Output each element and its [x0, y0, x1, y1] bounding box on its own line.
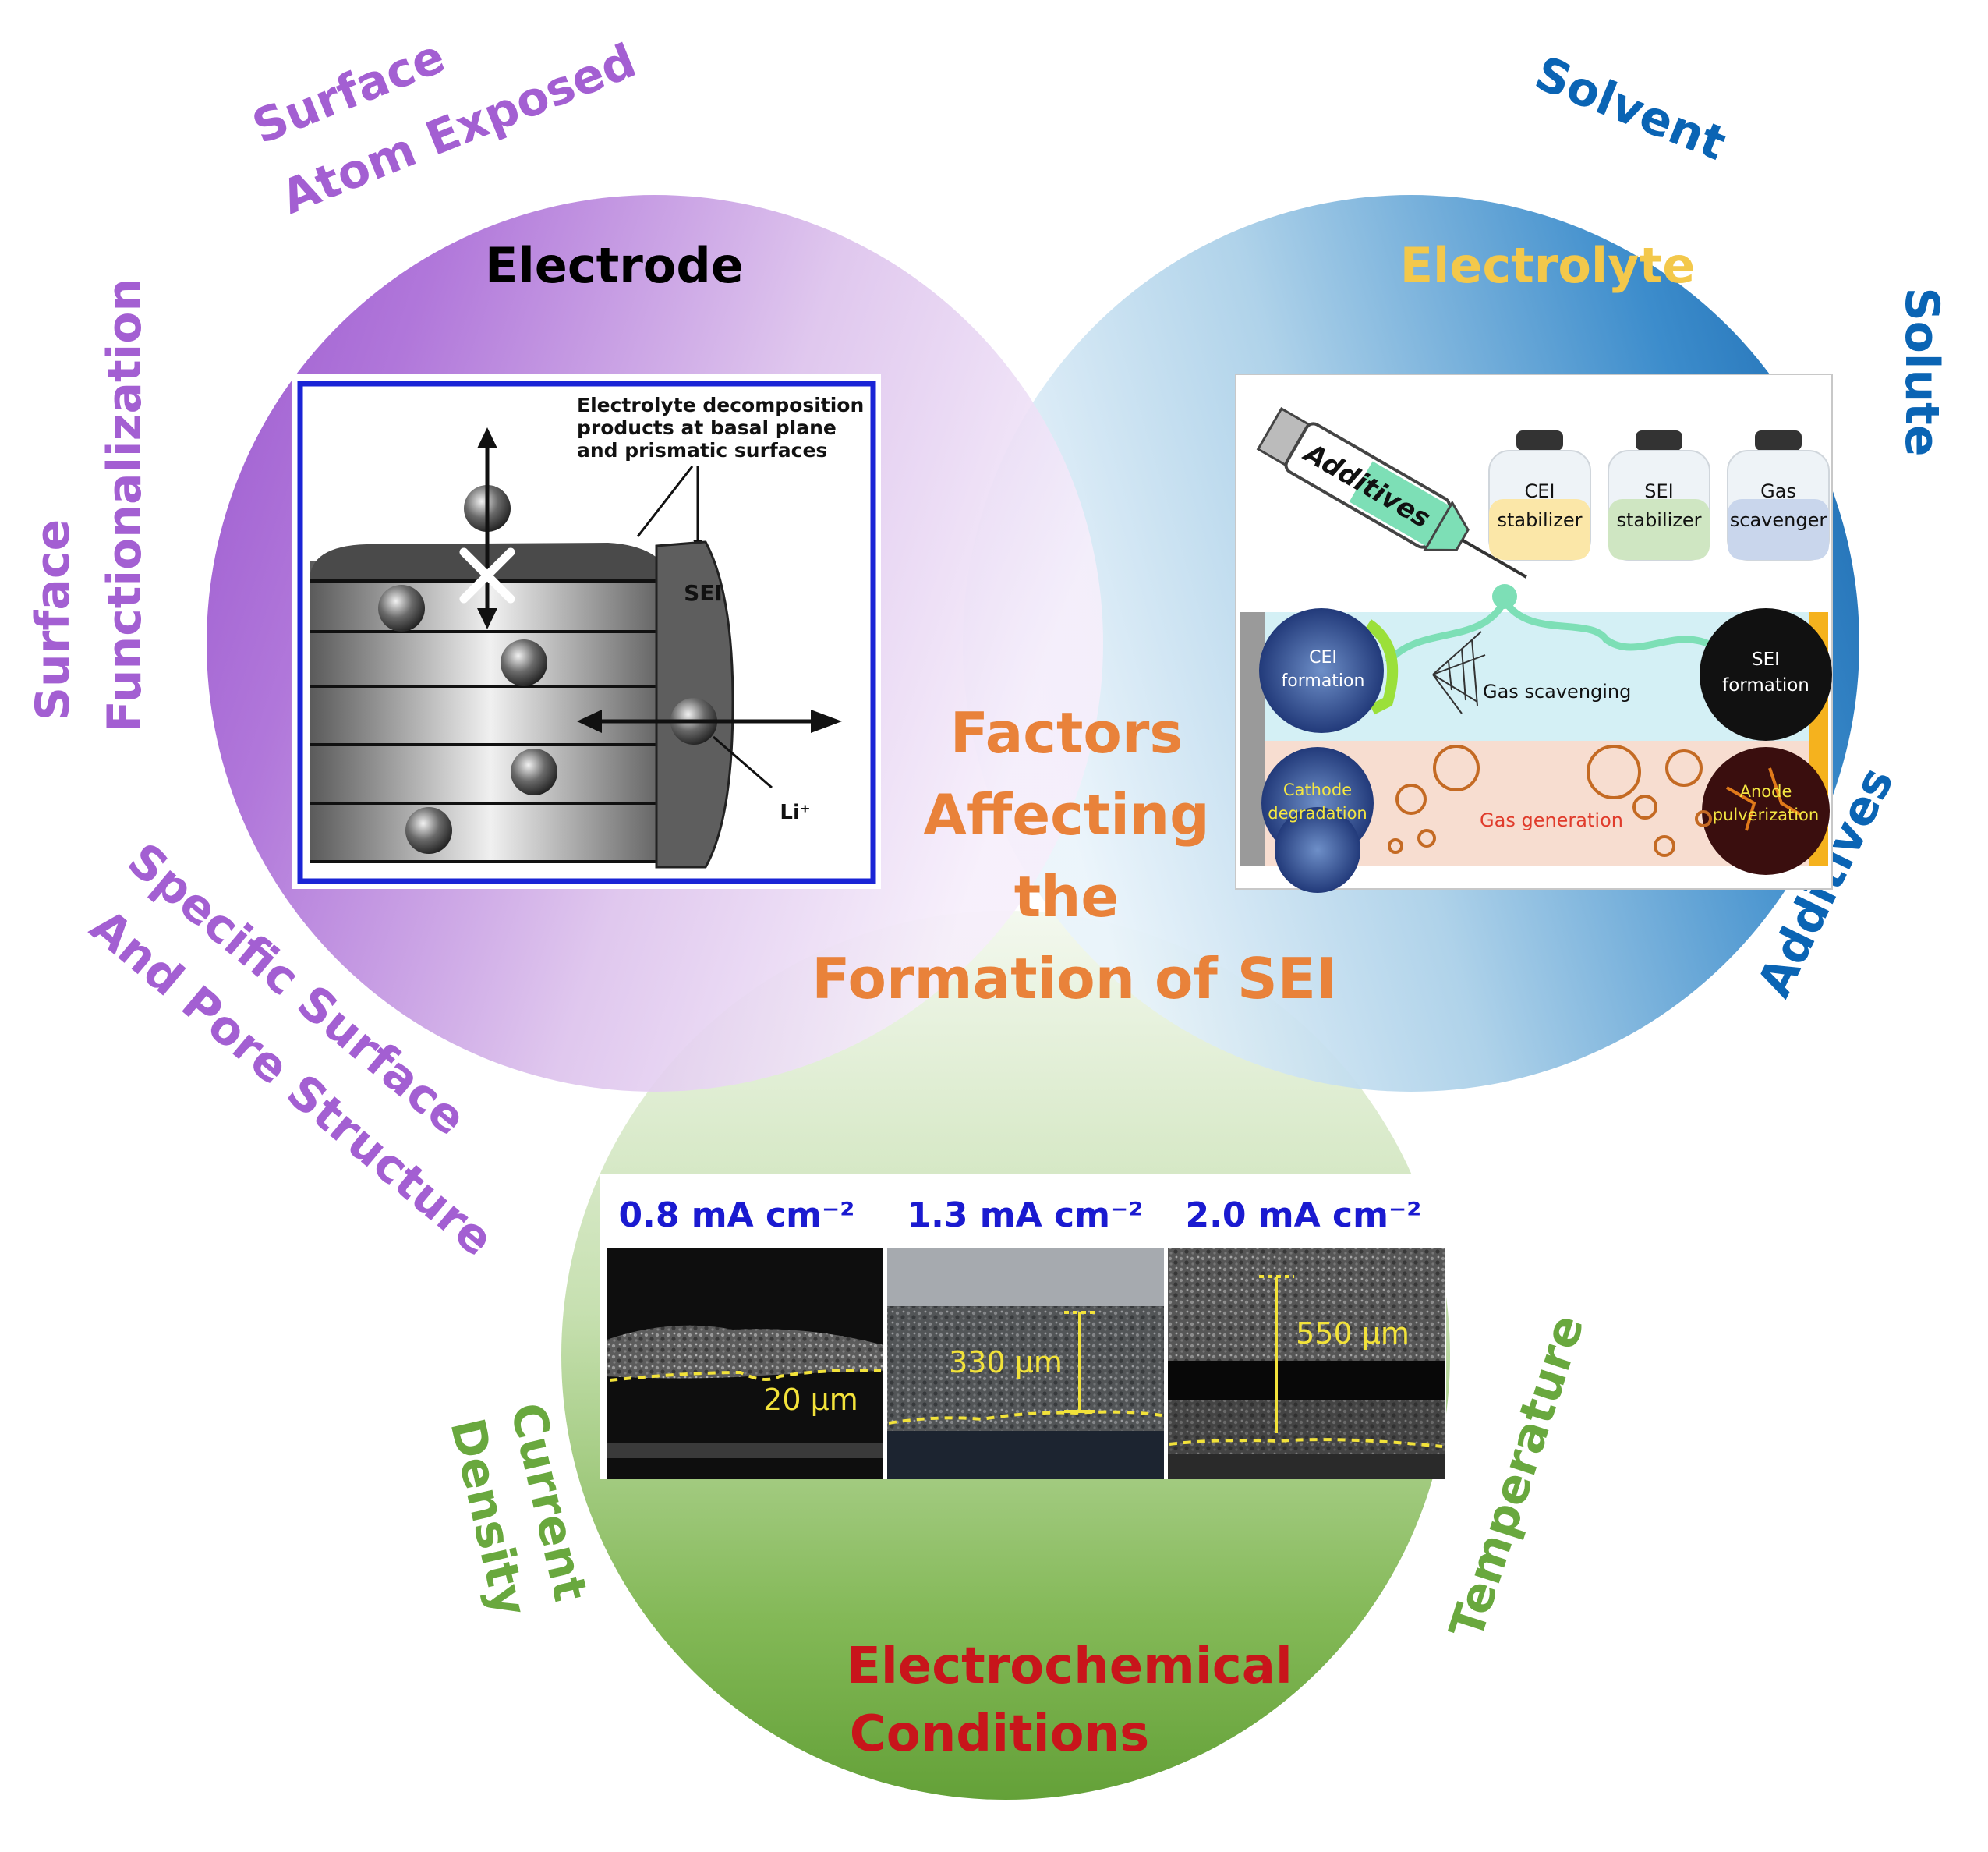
center-title-line3: the [1014, 864, 1120, 930]
bottle-cei-line2: stabilizer [1497, 509, 1582, 531]
panel-thickness-0: 20 µm [763, 1383, 858, 1417]
electrode-title: Electrode [485, 237, 744, 294]
factor-surface-atom-exposed: Surface Atom Exposed [245, 29, 643, 225]
sei-formation-line2: formation [1722, 675, 1809, 696]
electrochemical-title-line1: Electrochemical [847, 1638, 1293, 1695]
bottle-gas-line2: scavenger [1730, 509, 1827, 531]
sei-formation-line1: SEI [1752, 650, 1780, 670]
gas-scavenging-net [1432, 631, 1486, 714]
cei-formation-line1: CEI [1309, 648, 1337, 667]
factor-solute: Solute [1894, 287, 1949, 456]
li-label: Li⁺ [780, 801, 810, 824]
sem-panels: 0.8 mA cm⁻² 1.3 mA cm⁻² 2.0 mA cm⁻² 20 µ… [600, 1174, 1446, 1479]
anode-pulverization-line1: Anode [1740, 782, 1792, 801]
gas-bubbles [1388, 745, 1712, 857]
electrode-caption-line2: products at basal plane [577, 416, 837, 439]
panel-thickness-2: 550 µm [1296, 1316, 1410, 1351]
gas-scavenging-label: Gas scavenging [1483, 681, 1631, 703]
blocked-x-icon [459, 547, 515, 604]
li-ion [511, 749, 557, 795]
cathode-degradation-line2: degradation [1268, 804, 1367, 823]
bottle-sei-line1: SEI [1644, 480, 1673, 502]
center-title-line1: Factors [950, 700, 1183, 766]
gas-generation-label: Gas generation [1480, 809, 1623, 831]
electrode-figure: Electrolyte decomposition products at ba… [292, 374, 881, 889]
sem-image-3: 550 µm [1168, 1248, 1445, 1479]
electrolyte-title: Electrolyte [1400, 237, 1696, 294]
bottle-sei-stabilizer: SEI stabilizer [1608, 430, 1710, 561]
electrode-caption-line3: and prismatic surfaces [577, 439, 827, 462]
bottle-sei-line2: stabilizer [1616, 509, 1701, 531]
electrode-caption: Electrolyte decomposition products at ba… [577, 394, 864, 462]
center-title-line4: Formation of SEI [812, 946, 1336, 1011]
factor-surface-functionalization-line2: Functionalization [97, 278, 152, 732]
electrochemical-title-line2: Conditions [850, 1705, 1149, 1763]
li-ion [378, 585, 425, 632]
factor-surface-functionalization-line1: Surface [26, 519, 80, 721]
cei-formation-line2: formation [1282, 671, 1365, 691]
center-title-line2: Affecting [923, 782, 1209, 848]
panel-header-0: 0.8 mA cm⁻² [619, 1195, 855, 1235]
cathode-degradation-line1: Cathode [1283, 781, 1352, 799]
center-title: Factors Affecting the Formation of SEI [812, 700, 1336, 1011]
panel-header-2: 2.0 mA cm⁻² [1186, 1195, 1422, 1235]
sei-formation: SEI formation Anode pulverization [1700, 608, 1832, 875]
anode-pulverization-line2: pulverization [1713, 806, 1819, 824]
sem-image-1: 20 µm [607, 1248, 883, 1479]
factor-solvent: Solvent [1527, 46, 1733, 172]
li-ion [405, 807, 452, 854]
factor-surface-functionalization: Surface Functionalization [26, 278, 152, 732]
cei-formation: CEI formation Cathode degradation [1259, 608, 1399, 893]
factor-temperature: Temperature [1439, 1308, 1595, 1645]
bottle-cei-line1: CEI [1525, 480, 1555, 502]
panel-thickness-1: 330 µm [949, 1345, 1063, 1379]
electrode-caption-line1: Electrolyte decomposition [577, 394, 864, 416]
sem-image-2: 330 µm [887, 1248, 1164, 1479]
bottle-gas-line1: Gas [1760, 480, 1796, 502]
factor-surface-atom-exposed-line2: Atom Exposed [274, 34, 643, 225]
sei-label: SEI [684, 580, 723, 606]
li-ion [501, 639, 547, 686]
bottle-gas-scavenger: Gas scavenger [1727, 430, 1830, 561]
electrolyte-figure: Additives CEI stabilizer SEI stabilizer … [1235, 374, 1833, 893]
panel-header-1: 1.3 mA cm⁻² [907, 1195, 1144, 1235]
bottle-cei-stabilizer: CEI stabilizer [1488, 430, 1591, 561]
graphite-layers [310, 561, 672, 862]
